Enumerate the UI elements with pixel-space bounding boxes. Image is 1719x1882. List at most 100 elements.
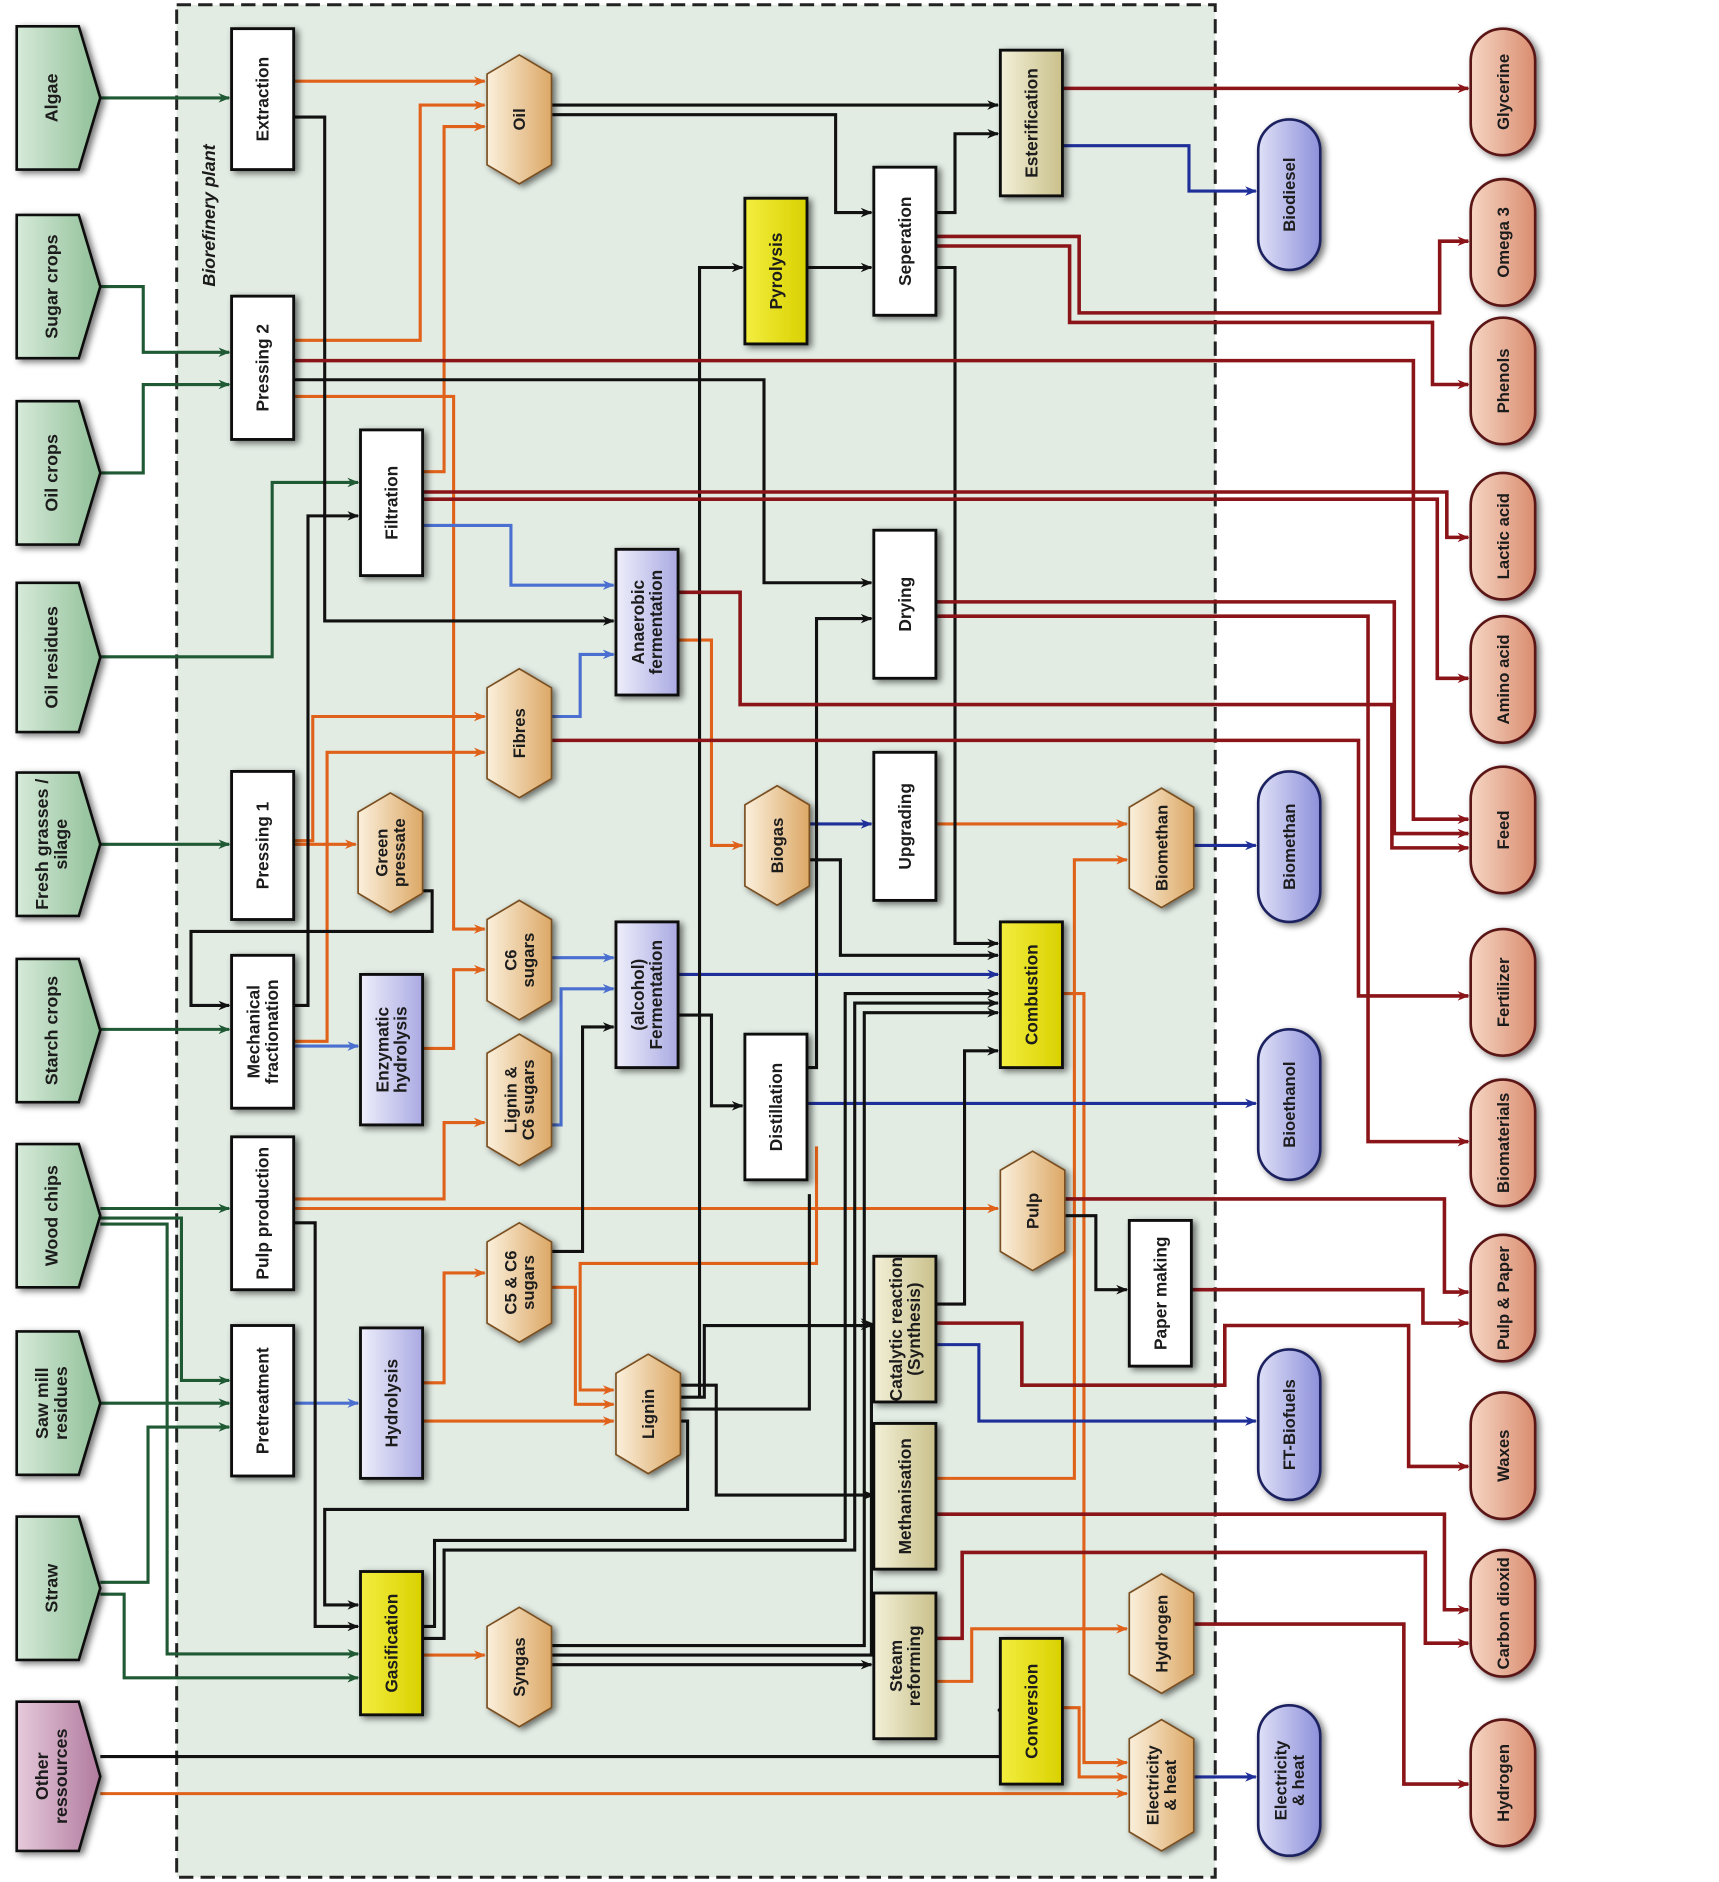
flow-line xyxy=(1191,1287,1470,1328)
product-glycerine[interactable]: Glycerine xyxy=(1469,27,1537,157)
flow-line xyxy=(935,614,1470,1147)
process-drying[interactable]: Drying xyxy=(872,528,938,680)
resource-straw[interactable]: Straw xyxy=(15,1515,102,1662)
intermediate-lignin[interactable]: Lignin xyxy=(615,1353,682,1475)
intermediate-c5-c6-sugars[interactable]: C5 & C6sugars xyxy=(486,1221,553,1344)
product-pulp-paper[interactable]: Pulp & Paper xyxy=(1469,1233,1537,1363)
node-label: Lignin &C6 sugars xyxy=(501,1059,538,1140)
resource-oil-residues[interactable]: Oil residues xyxy=(15,581,102,734)
product-omega-3[interactable]: Omega 3 xyxy=(1469,177,1537,308)
intermediate-biomethan[interactable]: Biomethan xyxy=(1128,787,1195,909)
product-electricity-heat[interactable]: Electricity& heat xyxy=(1256,1703,1322,1858)
process-esterification[interactable]: Esterification xyxy=(998,48,1064,198)
product-biodiesel[interactable]: Biodiesel xyxy=(1256,118,1322,272)
resource-oil-crops[interactable]: Oil crops xyxy=(15,399,102,546)
node-label: Esterification xyxy=(1021,68,1041,178)
product-hydrogen[interactable]: Hydrogen xyxy=(1469,1718,1537,1848)
node-label: FT-Biofuels xyxy=(1280,1379,1299,1470)
process-enzymatic-hydrolysis[interactable]: Enzymatichydrolysis xyxy=(359,973,425,1127)
intermediate-syngas[interactable]: Syngas xyxy=(486,1606,553,1728)
node-label: Fibres xyxy=(510,708,529,758)
node-label: Upgrading xyxy=(895,783,915,869)
resource-sugar-crops[interactable]: Sugar crops xyxy=(15,213,102,360)
node-label: Gasification xyxy=(382,1594,402,1693)
flow-line xyxy=(935,855,1129,1480)
product-amino-acid[interactable]: Amino acid xyxy=(1469,614,1537,745)
process-steam-reforming[interactable]: Steamreforming xyxy=(872,1591,938,1741)
process-combustion[interactable]: Combustion xyxy=(998,920,1064,1070)
process-paper-making[interactable]: Paper making xyxy=(1127,1219,1193,1368)
resource-fresh-grasses-silage[interactable]: Fresh grasses /silage xyxy=(15,771,102,918)
product-fertilizer[interactable]: Fertilizer xyxy=(1469,927,1537,1057)
node-label: Biomaterials xyxy=(1494,1093,1513,1193)
node-label: Algae xyxy=(42,74,62,123)
process-hydrolysis[interactable]: Hydrolysis xyxy=(359,1326,425,1480)
flow-line xyxy=(293,358,1470,824)
process-distillation[interactable]: Distillation xyxy=(743,1032,809,1182)
product-waxes[interactable]: Waxes xyxy=(1469,1391,1537,1521)
process-alcohol-fermentation[interactable]: (alcohol)Fermentation xyxy=(614,920,680,1070)
flow-line xyxy=(935,128,1000,215)
product-phenols[interactable]: Phenols xyxy=(1469,316,1537,446)
process-filtration[interactable]: Filtration xyxy=(359,428,425,578)
flow-line xyxy=(293,115,615,626)
node-label: Biodiesel xyxy=(1280,158,1299,232)
flow-line xyxy=(551,649,615,719)
process-pressing-2[interactable]: Pressing 2 xyxy=(230,294,296,441)
intermediate-hydrogen[interactable]: Hydrogen xyxy=(1128,1572,1195,1695)
process-pyrolysis[interactable]: Pyrolysis xyxy=(743,196,809,346)
flow-line xyxy=(680,1383,876,1500)
node-label: Pretreatment xyxy=(253,1347,273,1454)
node-label: Hydrogen xyxy=(1494,1744,1513,1822)
flow-line xyxy=(293,100,486,342)
resource-other-ressources[interactable]: Otherressources xyxy=(15,1700,102,1853)
node-label: Methanisation xyxy=(895,1438,915,1554)
node-label: Pyrolysis xyxy=(766,233,786,310)
flow-line xyxy=(323,1419,690,1610)
resource-starch-crops[interactable]: Starch crops xyxy=(15,957,102,1104)
product-biomaterials[interactable]: Biomaterials xyxy=(1469,1078,1537,1208)
node-label: Bioethanol xyxy=(1280,1061,1299,1147)
intermediate-oil[interactable]: Oil xyxy=(486,53,553,185)
intermediate-green-pressate[interactable]: Greenpressate xyxy=(357,791,424,914)
flow-line xyxy=(293,747,486,1043)
flow-line xyxy=(935,1512,1470,1615)
node-label: Steamreforming xyxy=(886,1625,924,1706)
resource-algae[interactable]: Algae xyxy=(15,24,102,171)
process-seperation[interactable]: Seperation xyxy=(872,165,938,317)
resource-wood-chips[interactable]: Wood chips xyxy=(15,1142,102,1289)
node-label: Distillation xyxy=(766,1063,786,1151)
intermediate-pulp[interactable]: Pulp xyxy=(999,1150,1066,1272)
node-label: Straw xyxy=(42,1564,62,1613)
product-bioethanol[interactable]: Bioethanol xyxy=(1256,1028,1322,1182)
process-catalytic-reaction-synthesis[interactable]: Catalytic reaction(Synthesis) xyxy=(872,1254,938,1404)
product-lactic-acid[interactable]: Lactic acid xyxy=(1469,471,1537,601)
intermediate-fibres[interactable]: Fibres xyxy=(486,667,553,799)
product-biomethan[interactable]: Biomethan xyxy=(1256,770,1322,924)
flow-line xyxy=(935,600,1470,839)
intermediate-c6-sugars[interactable]: C6sugars xyxy=(486,899,553,1021)
process-anaerobic-fermentation[interactable]: Anaerobicfermentation xyxy=(614,547,680,697)
process-methanisation[interactable]: Methanisation xyxy=(872,1422,938,1571)
node-label: Mechanicalfractionation xyxy=(244,979,282,1084)
product-carbon-dioxid[interactable]: Carbon dioxid xyxy=(1469,1548,1537,1678)
flow-line xyxy=(1064,1214,1129,1295)
process-mechanical-fractionation[interactable]: Mechanicalfractionation xyxy=(230,953,296,1110)
process-gasification[interactable]: Gasification xyxy=(359,1570,425,1717)
intermediate-electricity-heat[interactable]: Electricity& heat xyxy=(1128,1718,1195,1852)
product-feed[interactable]: Feed xyxy=(1469,765,1537,895)
product-ft-biofuels[interactable]: FT-Biofuels xyxy=(1256,1348,1322,1502)
intermediate-biogas[interactable]: Biogas xyxy=(744,784,811,907)
process-pulp-production[interactable]: Pulp production xyxy=(230,1135,296,1292)
process-extraction[interactable]: Extraction xyxy=(230,27,296,172)
intermediate-lignin-c6-sugars[interactable]: Lignin &C6 sugars xyxy=(486,1033,553,1167)
node-label: Pulp production xyxy=(253,1147,273,1280)
flow-line xyxy=(293,1221,360,1632)
flow-line xyxy=(422,998,1000,1640)
node-label: Catalytic reaction(Synthesis) xyxy=(886,1257,924,1401)
process-upgrading[interactable]: Upgrading xyxy=(872,750,938,902)
process-pretreatment[interactable]: Pretreatment xyxy=(230,1324,296,1478)
process-conversion[interactable]: Conversion xyxy=(998,1636,1064,1786)
process-pressing-1[interactable]: Pressing 1 xyxy=(230,769,296,921)
resource-saw-mill-residues[interactable]: Saw millresidues xyxy=(15,1330,102,1477)
